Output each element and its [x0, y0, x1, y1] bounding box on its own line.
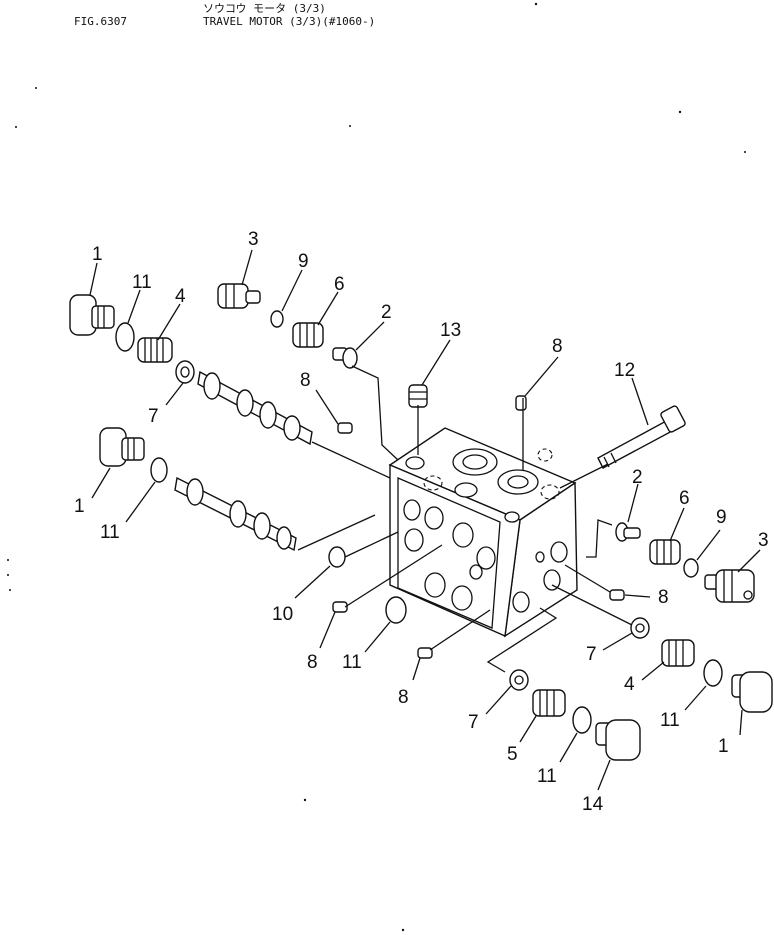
plug-8-top [515, 395, 527, 411]
spring-4-upper [137, 337, 173, 363]
valve-block [388, 427, 578, 638]
callout-13: 13 [440, 320, 461, 341]
poppet-2-right [615, 522, 641, 542]
bolt-12 [597, 405, 686, 469]
callout-3: 3 [758, 530, 769, 551]
callout-6: 6 [679, 488, 690, 509]
o-ring-11-lower-left [385, 596, 407, 624]
plug-8-bottom [417, 647, 433, 659]
callout-7: 7 [586, 644, 597, 665]
callout-11: 11 [660, 710, 680, 731]
spring-4-right [661, 639, 695, 667]
right-face-port [550, 541, 568, 563]
callout-1: 1 [92, 244, 103, 265]
plug-8-left-lower [332, 601, 348, 613]
figure-number: FIG.6307 [74, 15, 127, 28]
o-ring-11-bottom [572, 706, 592, 734]
o-ring-11-right [703, 659, 723, 687]
callout-3: 3 [248, 229, 259, 250]
callout-9: 9 [716, 507, 727, 528]
plug-1-lower-right [731, 671, 773, 713]
callout-11: 11 [537, 766, 557, 787]
callout-8: 8 [300, 370, 311, 391]
block-front-face [389, 463, 521, 638]
spool-upper [197, 370, 313, 446]
top-port-small [454, 482, 478, 498]
plug-14 [595, 719, 641, 761]
callout-7: 7 [468, 712, 479, 733]
callout-1: 1 [718, 736, 729, 757]
plug-13 [408, 384, 428, 408]
spring-6-upper [292, 322, 324, 348]
callout-12: 12 [614, 360, 635, 381]
callout-11: 11 [132, 272, 152, 293]
spool-lower [174, 476, 297, 552]
plug-1-upper [69, 294, 115, 336]
callout-1: 1 [74, 496, 85, 517]
block-front-plate [397, 477, 501, 629]
callout-8: 8 [552, 336, 563, 357]
callout-4: 4 [624, 674, 635, 695]
callout-14: 14 [582, 794, 604, 815]
callout-8: 8 [398, 687, 409, 708]
callout-2: 2 [632, 467, 643, 488]
leader-lines [89, 249, 761, 791]
o-ring-9-right [683, 558, 699, 578]
o-ring-9-upper [270, 310, 284, 328]
callout-9: 9 [298, 251, 309, 272]
callout-5: 5 [507, 744, 518, 765]
o-ring-11-upper [115, 322, 135, 352]
plug-3-right [704, 569, 755, 603]
callout-11: 11 [100, 522, 120, 543]
callout-6: 6 [334, 274, 345, 295]
callout-2: 2 [381, 302, 392, 323]
callout-11: 11 [342, 652, 362, 673]
title-japanese: ソウコウ モータ (3/3) [203, 2, 326, 15]
callout-8: 8 [658, 587, 669, 608]
plug-8-right [609, 589, 625, 601]
callout-7: 7 [148, 406, 159, 427]
plug-8-left-upper [337, 422, 353, 434]
plug-3-upper [217, 283, 261, 309]
o-ring-10 [328, 546, 346, 568]
scan-specks [7, 2, 746, 932]
poppet-2-upper [332, 347, 358, 369]
spring-6-right [649, 539, 681, 565]
plug-1-middle [99, 427, 145, 467]
callout-labels: 1 11 4 3 9 6 2 13 8 12 7 1 11 8 10 8 11 … [74, 229, 769, 815]
spring-5 [532, 689, 566, 717]
o-ring-11-middle [150, 457, 168, 483]
callout-8: 8 [307, 652, 318, 673]
callout-4: 4 [175, 286, 186, 307]
diagram-title: TRAVEL MOTOR (3/3)(#1060-) [203, 15, 376, 28]
callout-10: 10 [272, 604, 293, 625]
front-port [403, 499, 421, 521]
top-port-plug [405, 456, 425, 470]
